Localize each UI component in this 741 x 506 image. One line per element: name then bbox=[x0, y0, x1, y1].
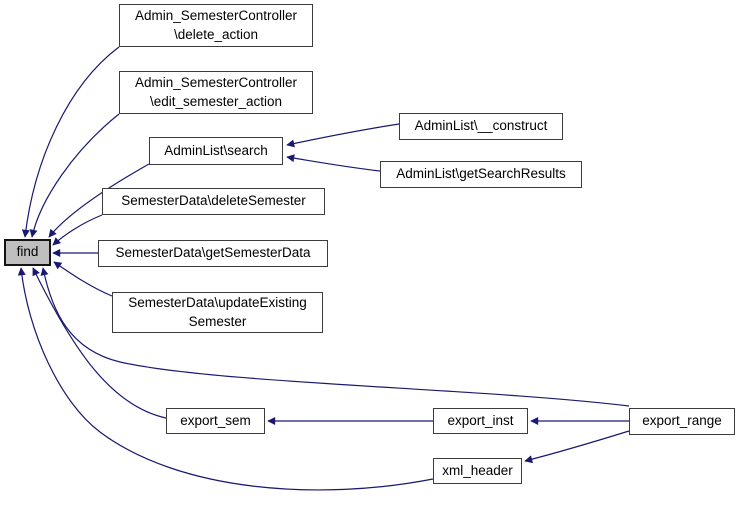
graph-node-label: Semester bbox=[188, 313, 247, 329]
graph-node-label: find bbox=[16, 244, 39, 260]
graph-node-label: Admin_SemesterController bbox=[134, 74, 298, 90]
edge-admin-semester-delete-action-to-find bbox=[21, 46, 120, 238]
graph-node-xml-header[interactable]: xml_header bbox=[433, 458, 522, 484]
edge-semesterdata-deletesemester-to-find bbox=[52, 214, 103, 246]
graph-node-find[interactable]: find bbox=[4, 239, 51, 266]
edge-export-range-to-xml-header bbox=[524, 430, 630, 464]
graph-node-label: \edit_semester_action bbox=[149, 93, 283, 109]
graph-node-semesterdata-deletesemester[interactable]: SemesterData\deleteSemester bbox=[102, 188, 325, 215]
graph-node-label: export_range bbox=[642, 413, 722, 429]
edge-semesterdata-updateexistingsemester-to-find bbox=[53, 261, 113, 297]
graph-node-label: AdminList\getSearchResults bbox=[396, 166, 566, 182]
edge-adminlist-search-to-find bbox=[48, 163, 150, 238]
edge-xml-header-to-find bbox=[17, 267, 434, 491]
graph-node-label: AdminList\__construct bbox=[414, 118, 548, 134]
edge-export-sem-to-find bbox=[32, 267, 167, 419]
graph-node-semesterdata-getsemesterdata[interactable]: SemesterData\getSemesterData bbox=[98, 240, 328, 267]
graph-node-label: xml_header bbox=[442, 462, 513, 478]
edges bbox=[17, 46, 630, 491]
edge-export-range-to-find bbox=[40, 267, 630, 407]
graph-node-export-sem[interactable]: export_sem bbox=[166, 408, 265, 434]
graph-node-admin-semester-delete-action[interactable]: Admin_SemesterController \delete_action bbox=[119, 4, 313, 47]
graph-node-label: export_sem bbox=[180, 412, 251, 428]
graph-node-label: Admin_SemesterController bbox=[134, 7, 298, 23]
graph-node-label: export_inst bbox=[447, 412, 514, 428]
graph-node-label: SemesterData\updateExisting bbox=[128, 294, 307, 310]
graph-node-label: SemesterData\deleteSemester bbox=[121, 193, 306, 209]
edge-admin-semester-edit-semester-action-to-find bbox=[29, 113, 120, 238]
graph-node-label: SemesterData\getSemesterData bbox=[115, 245, 311, 261]
graph-node-adminlist-search[interactable]: AdminList\search bbox=[149, 137, 283, 165]
edge-adminlist-construct-to-adminlist-search bbox=[286, 123, 400, 148]
graph-node-label: AdminList\search bbox=[164, 142, 268, 158]
graph-node-adminlist-getsearchresults[interactable]: AdminList\getSearchResults bbox=[380, 161, 582, 188]
graph-node-export-range[interactable]: export_range bbox=[629, 408, 735, 435]
edge-adminlist-getsearchresults-to-adminlist-search bbox=[286, 154, 381, 172]
graph-node-label: \delete_action bbox=[173, 26, 259, 42]
graph-node-adminlist-construct[interactable]: AdminList\__construct bbox=[399, 113, 563, 140]
graph-node-export-inst[interactable]: export_inst bbox=[433, 408, 528, 434]
graph-node-admin-semester-edit-semester-action[interactable]: Admin_SemesterController \edit_semester_a… bbox=[119, 71, 313, 114]
